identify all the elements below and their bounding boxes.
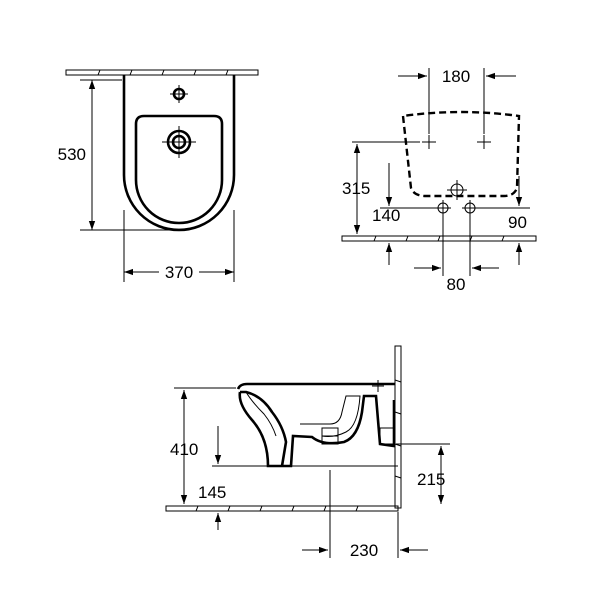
supply-spacing-dimension: 80 (414, 214, 499, 294)
waste-spigot-icon (321, 427, 395, 445)
side-view-floor (165, 505, 399, 512)
rim-height-label: 410 (170, 440, 198, 459)
fixing-point-side-icon (372, 380, 384, 392)
fixing-spacing-label: 180 (442, 67, 470, 86)
fixing-spacing-dimension: 180 (398, 67, 516, 134)
depth-label: 530 (58, 145, 86, 164)
waste-projection-label: 230 (350, 541, 378, 560)
rear-view: 180 315 140 90 80 (341, 67, 537, 294)
supply-height-label: 140 (372, 206, 400, 225)
bowl-inner-side (300, 395, 361, 437)
base-height-dimension: 145 (198, 426, 398, 530)
rim-height-dimension: 410 (170, 387, 236, 504)
waste-outlet-icon (447, 180, 467, 200)
rear-view-floor (341, 235, 537, 242)
width-dimension: 370 (123, 210, 235, 282)
supply-height-dimension: 140 (372, 163, 437, 265)
depth-dimension: 530 (58, 79, 178, 231)
bidet-outline-top (122, 75, 236, 232)
supply-spacing-label: 80 (447, 275, 466, 294)
base-height-label: 145 (198, 483, 226, 502)
side-view: 410 145 215 230 (165, 345, 450, 560)
bidet-outline-rear (401, 110, 521, 198)
waste-height-label: 215 (417, 470, 445, 489)
fixing-height-label: 315 (342, 179, 370, 198)
tap-hole-icon (170, 85, 188, 103)
width-label: 370 (165, 263, 193, 282)
waste-offset-dimension: 90 (465, 176, 530, 265)
fixing-height-dimension: 315 (342, 141, 420, 234)
top-view-wall (65, 69, 259, 76)
waste-projection-dimension: 230 (302, 470, 428, 560)
drain-icon (162, 126, 196, 158)
top-view: 530 370 (58, 69, 259, 282)
bowl-rim-side (245, 391, 277, 437)
fixing-point-left-icon (422, 135, 436, 149)
fixing-point-right-icon (477, 135, 491, 149)
waste-offset-label: 90 (508, 213, 527, 232)
bidet-outline-side (236, 382, 396, 468)
waste-height-dimension: 215 (396, 443, 450, 504)
side-view-wall (394, 345, 402, 509)
supply-connection-left-icon (435, 200, 451, 216)
bowl-outline-top (134, 114, 224, 225)
